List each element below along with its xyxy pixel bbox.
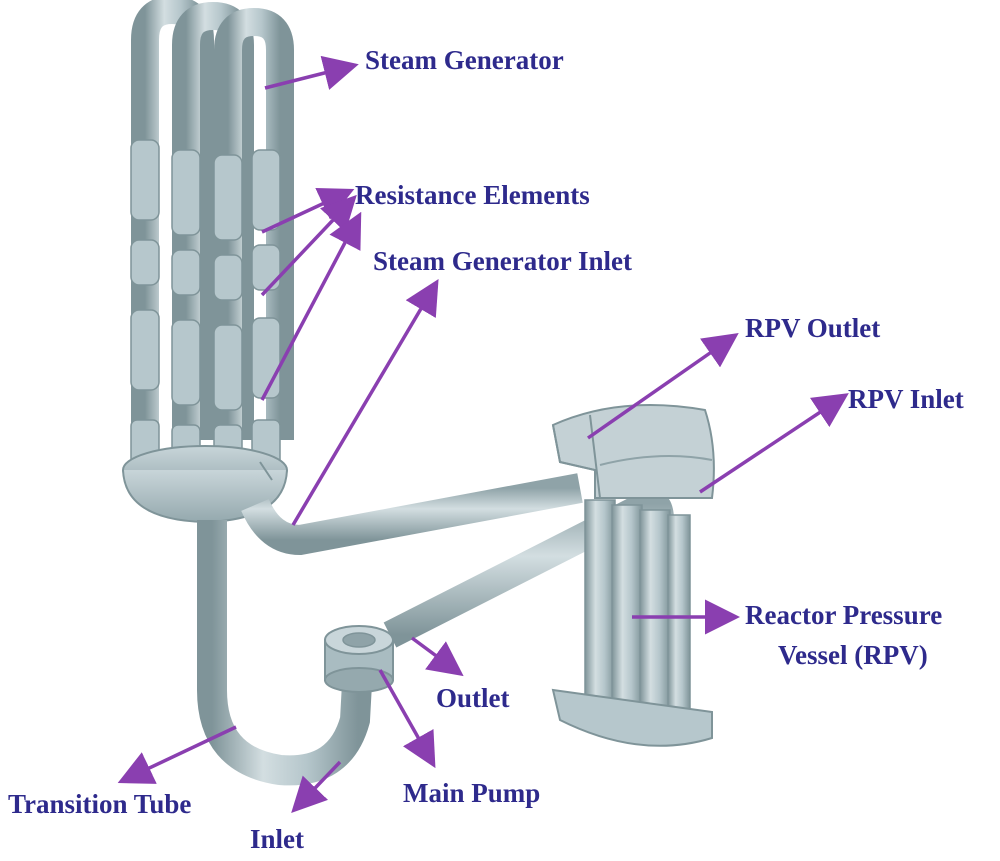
reactor-pressure-vessel [551,404,715,747]
label-reactor-pressure-line2: Vessel (RPV) [778,640,928,670]
label-steam-generator-inlet: Steam Generator Inlet [373,246,632,276]
label-outlet: Outlet [436,683,510,713]
arrow-inlet [291,760,342,814]
arrow-transition-tube [117,725,237,784]
label-main-pump: Main Pump [403,778,541,808]
steam-generator [122,0,294,524]
hot-leg-pipe [241,473,583,556]
label-steam-generator: Steam Generator [365,45,564,75]
arrow-rpv-outlet [586,332,739,440]
label-resistance-elements: Resistance Elements [355,180,590,210]
main-pump [324,625,394,693]
arrow-outlet [410,636,464,677]
arrow-rpv-inlet [699,393,849,494]
label-reactor-pressure-line1: Reactor Pressure [745,600,943,630]
annotation-arrows [117,55,849,814]
transition-tube-pipe [197,520,373,786]
arrow-resistance-3 [260,211,362,401]
arrow-steam-generator [264,55,359,90]
label-rpv-inlet: RPV Inlet [848,384,964,414]
arrow-main-pump [378,669,436,769]
arrow-steam-generator-inlet [291,278,439,526]
resistance-elements [130,139,281,481]
label-transition-tube: Transition Tube [8,789,192,819]
label-inlet: Inlet [250,824,304,854]
label-rpv-outlet: RPV Outlet [745,313,881,343]
